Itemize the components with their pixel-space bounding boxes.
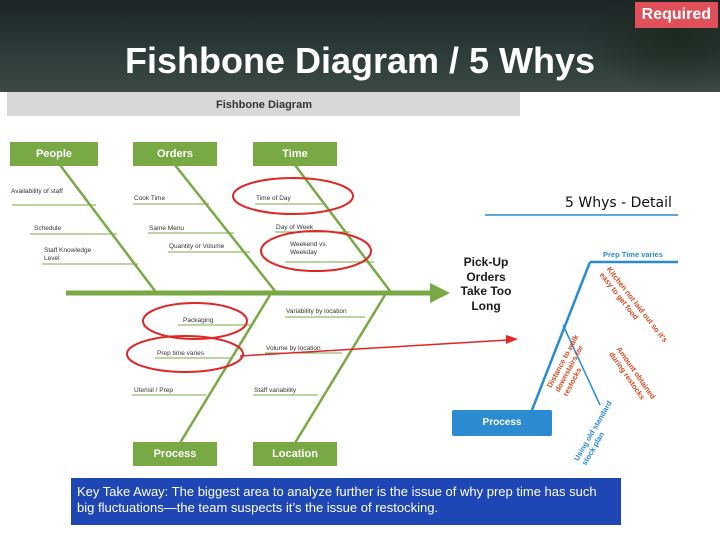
cause-schedule: Schedule xyxy=(34,225,62,232)
whys-spine xyxy=(530,261,592,411)
cause-time-of-day: Time of Day xyxy=(256,195,291,202)
spine-arrowhead xyxy=(430,283,450,303)
cause-same-menu: Same Menu xyxy=(149,225,185,232)
cause-staff-variability: Staff variability xyxy=(254,387,297,394)
red-connector-arrowhead xyxy=(506,335,518,344)
category-orders: Orders xyxy=(133,142,217,166)
cause-packaging: Packaging xyxy=(183,317,214,324)
fishbone-title-bar xyxy=(7,92,520,116)
slide-title: Fishbone Diagram / 5 Whys xyxy=(124,40,596,81)
cause-cook-time: Cook Time xyxy=(134,195,166,202)
bone-process xyxy=(178,294,272,444)
category-people: People xyxy=(10,142,98,166)
bone-location xyxy=(293,294,387,444)
cause-volume-location: Volume by location xyxy=(266,345,321,352)
cause-staff-knowledge: Staff Knowledge Level xyxy=(44,247,92,262)
cause-weekend: Weekend vs. Weekday xyxy=(290,241,328,256)
whys-process-box: Process xyxy=(452,410,552,436)
whys-title: 5 Whys - Detail xyxy=(565,195,672,211)
bone-orders xyxy=(174,164,276,292)
header-banner: Required Fishbone Diagram / 5 Whys xyxy=(0,0,720,92)
category-process: Process xyxy=(133,442,217,466)
red-connector-line xyxy=(239,339,509,357)
highlight-circles xyxy=(126,177,372,373)
cause-quantity: Quantity or Volume xyxy=(169,243,225,250)
cause-variability-location: Variability by location xyxy=(286,308,347,315)
cause-day-of-week: Day of Week xyxy=(276,224,314,231)
category-time: Time xyxy=(253,142,337,166)
problem-statement: Pick-Up Orders Take Too Long xyxy=(460,255,512,313)
required-badge: Required xyxy=(634,2,718,28)
cause-utensil: Utensil / Prep xyxy=(134,387,174,394)
cause-prep-time: Prep time varies xyxy=(157,350,204,357)
cause-availability: Availability of staff xyxy=(11,188,63,195)
bone-time xyxy=(294,164,391,292)
cause-arrows xyxy=(12,203,374,396)
key-takeaway: Key Take Away: The biggest area to analy… xyxy=(71,478,621,525)
category-location: Location xyxy=(253,442,337,466)
bone-people xyxy=(59,164,156,292)
whys-prep-time: Prep Time varies xyxy=(603,250,663,259)
whys-branch xyxy=(562,324,601,406)
fishbone-title: Fishbone Diagram xyxy=(216,99,312,111)
